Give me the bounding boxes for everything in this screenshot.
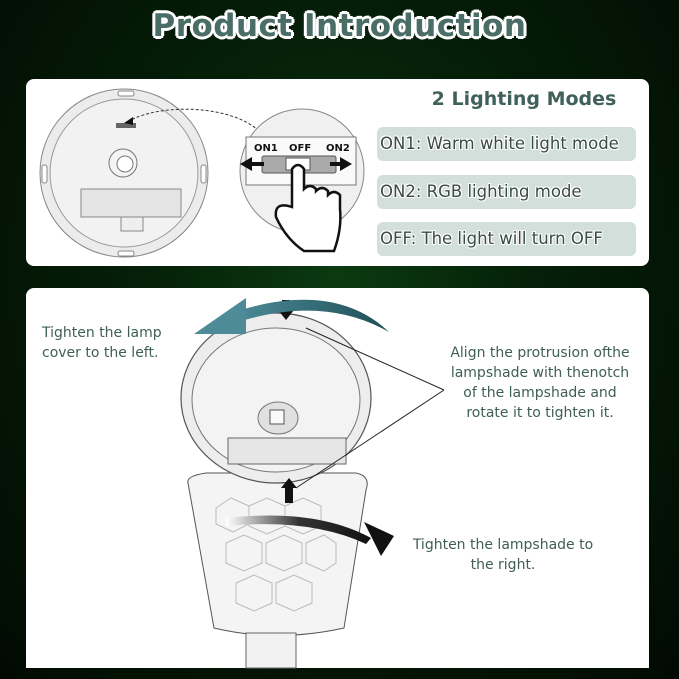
cover-instruction: Tighten the lamp cover to the left. xyxy=(42,323,162,363)
callout-lines xyxy=(295,327,445,489)
installation-panel: Tighten the lamp cover to the left. Alig… xyxy=(26,288,650,669)
lighting-modes-heading: 2 Lighting Modes xyxy=(431,88,617,110)
cover-instruction-line-2: cover to the left. xyxy=(42,345,159,361)
rotate-left-arrow-icon xyxy=(194,298,389,334)
mode-off: OFF: The light will turn OFF xyxy=(377,222,636,256)
shade-instruction-line-2: the right. xyxy=(470,557,536,573)
align-instruction-line-2: lampshade with thenotch xyxy=(450,365,630,381)
page-title: Product Introduction xyxy=(152,8,527,44)
rotate-right-arrow-icon xyxy=(226,515,394,556)
switch-label-on1: ON1 xyxy=(254,143,278,154)
lamp-illustration xyxy=(180,300,372,669)
shade-instruction-line-1: Tighten the lampshade to xyxy=(412,537,594,553)
lamp-base-illustration xyxy=(39,88,209,258)
align-instruction-line-4: rotate it to tighten it. xyxy=(466,405,614,421)
cover-instruction-line-1: Tighten the lamp xyxy=(42,325,162,341)
align-instruction-line-1: Align the protrusion ofthe xyxy=(450,345,630,361)
switch-label-off: OFF xyxy=(289,143,311,154)
mode-on1: ON1: Warm white light mode xyxy=(377,127,636,161)
dashed-pointer-arrow xyxy=(124,108,260,132)
switch-closeup-illustration: ON1 OFF ON2 xyxy=(239,108,365,253)
lighting-modes-panel: ON1 OFF ON2 2 Lighting Modes ON1: Warm w… xyxy=(26,79,649,266)
shade-instruction: Tighten the lampshade to the right. xyxy=(398,535,608,575)
switch-label-on2: ON2 xyxy=(326,143,350,154)
align-instruction-line-3: of the lampshade and xyxy=(463,385,617,401)
mode-on2: ON2: RGB lighting mode xyxy=(377,175,636,209)
align-instruction: Align the protrusion ofthe lampshade wit… xyxy=(430,343,650,423)
